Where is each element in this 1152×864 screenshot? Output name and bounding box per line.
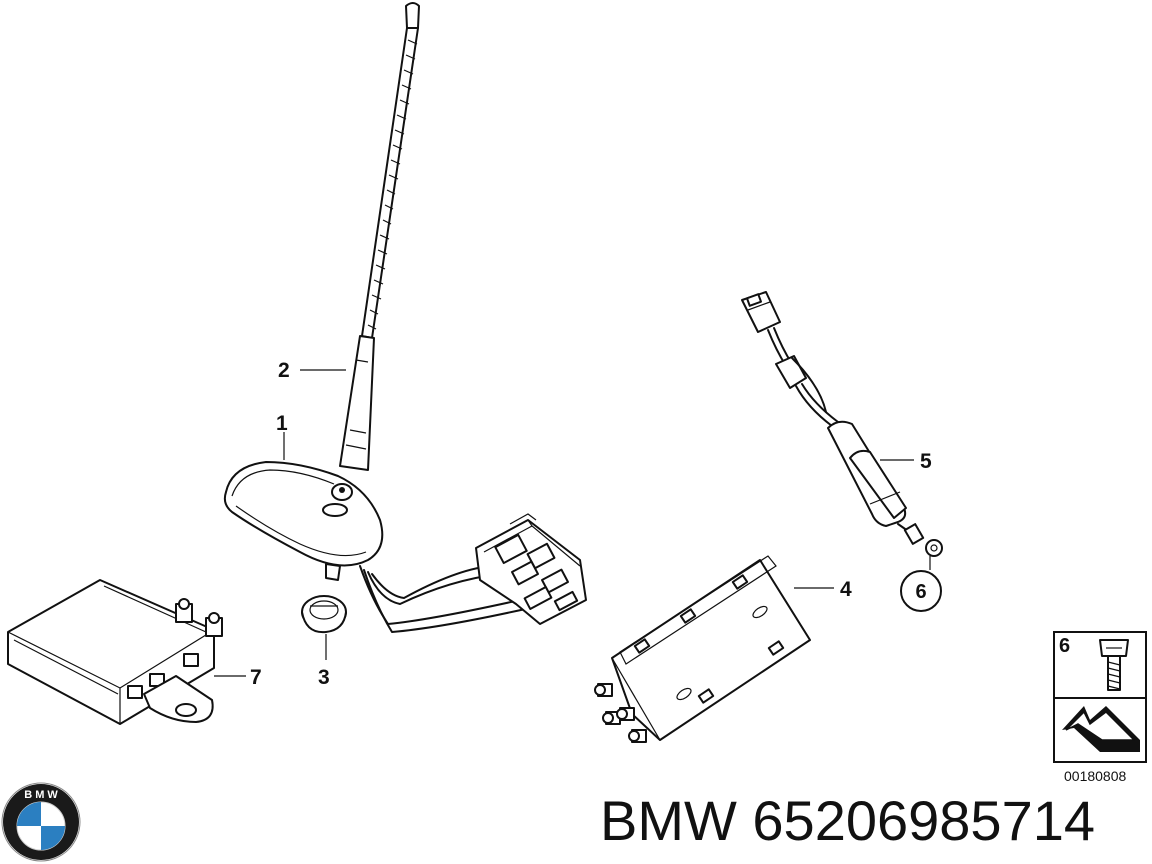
callout-7: 7	[250, 666, 262, 689]
part-number-label: BMW 65206985714	[600, 789, 1096, 852]
svg-text:B M W: B M W	[24, 789, 58, 801]
grommet	[301, 595, 347, 634]
inset-box: 6	[1053, 631, 1147, 763]
callout-4: 4	[840, 578, 852, 601]
roof-antenna-base	[223, 461, 531, 633]
callout-2: 2	[278, 359, 290, 382]
callout-5: 5	[920, 450, 932, 473]
control-unit	[7, 579, 223, 725]
leader-lines	[214, 369, 931, 677]
bmw-roundel-logo: B M W	[1, 782, 81, 862]
mounting-arrow-icon	[1062, 706, 1140, 752]
screw-icon	[1099, 639, 1129, 691]
callout-6-circle: 6	[900, 570, 942, 612]
cable-with-connector	[741, 291, 943, 557]
callout-3: 3	[318, 666, 330, 689]
antenna-mast	[339, 2, 420, 471]
callout-1: 1	[276, 412, 288, 435]
antenna-amplifier	[594, 555, 811, 743]
antenna-connector-block	[475, 513, 587, 625]
callout-6: 6	[915, 581, 926, 603]
inset-label: 6	[1059, 635, 1070, 657]
diagram-code: 00180808	[1064, 768, 1127, 784]
